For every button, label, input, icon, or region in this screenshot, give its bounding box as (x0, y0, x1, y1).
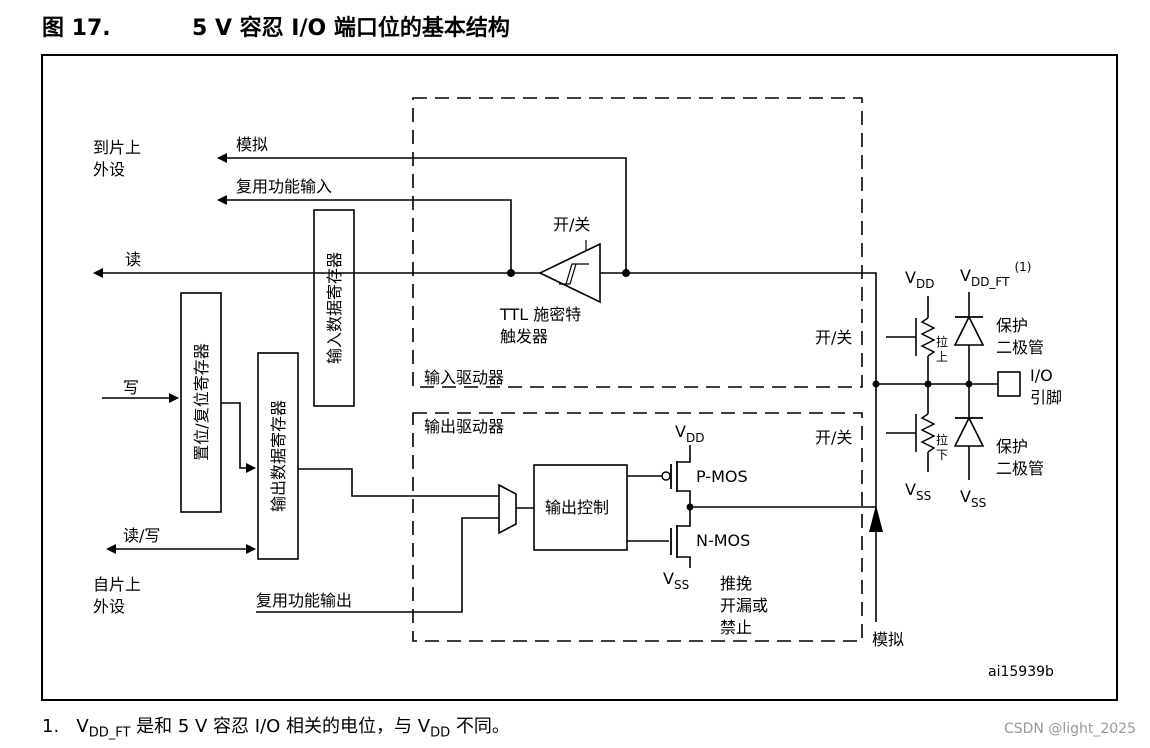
nmos-transistor (627, 507, 691, 568)
output-driver-box (412, 412, 863, 642)
register-labels: 输入数据寄存器 置位/复位寄存器 输出数据寄存器 (192, 252, 344, 512)
analog-input-wire (217, 153, 627, 273)
analog-in-label: 模拟 (236, 135, 268, 154)
outreg-to-mux-wire (298, 468, 499, 497)
input-driver-box (412, 97, 863, 388)
pull-up-label-1: 拉 (936, 334, 948, 349)
schmitt-on-off-label: 开/关 (553, 215, 590, 234)
setreset-to-output-wire (221, 402, 256, 473)
io-pin-label-1: I/O (1030, 366, 1053, 385)
protect-diode-upper-label-2: 二极管 (996, 338, 1044, 357)
input-data-register (313, 209, 355, 407)
schmitt-label-1: TTL 施密特 (499, 305, 581, 324)
vss-label-pulldown: VSS (905, 480, 931, 503)
vdd-ft-label: VDD_FT(1) (960, 260, 1031, 289)
pull-down-label-2: 下 (936, 448, 948, 462)
protect-diode-upper (953, 292, 985, 384)
from-periph-label-1: 自片上 (93, 575, 141, 594)
pull-down-label-1: 拉 (936, 432, 948, 447)
set-reset-register (180, 292, 222, 513)
from-periph-label-2: 外设 (93, 597, 125, 616)
output-data-register-label: 输出数据寄存器 (269, 400, 288, 512)
pmos-transistor (627, 445, 691, 507)
analog-out-label: 模拟 (872, 630, 904, 649)
write-label: 写 (123, 378, 139, 397)
vdd-label-pmos: VDD (675, 422, 704, 445)
input-driver-label: 输入驱动器 (424, 368, 504, 387)
read-label: 读 (125, 250, 141, 269)
protect-diode-lower-label-1: 保护 (996, 437, 1028, 456)
pull-down-resistor (886, 384, 936, 472)
output-control-box (533, 464, 628, 551)
figure-title: 5 V 容忍 I/O 端口位的基本结构 (192, 16, 510, 41)
push-pull-label-3: 禁止 (720, 618, 752, 637)
vss-label-diode: VSS (960, 487, 986, 510)
pull-up-label-2: 上 (936, 350, 948, 364)
protect-diode-lower-label-2: 二极管 (996, 459, 1044, 478)
input-data-register-label: 输入数据寄存器 (325, 252, 344, 364)
output-driver-label: 输出驱动器 (424, 417, 504, 436)
figure-id: ai15939b (988, 664, 1054, 680)
output-data-register (257, 352, 299, 560)
set-reset-register-label: 置位/复位寄存器 (192, 343, 211, 460)
output-control-label: 输出控制 (545, 498, 609, 517)
schmitt-to-pin-wire (600, 272, 877, 384)
to-periph-label-1: 到片上 (93, 138, 141, 157)
pullup-on-off-label: 开/关 (815, 328, 852, 347)
io-pin-box (997, 371, 1021, 397)
nmos-label: N-MOS (696, 531, 750, 550)
pulldown-on-off-label: 开/关 (815, 428, 852, 447)
footnote: 1. VDD_FT 是和 5 V 容忍 I/O 相关的电位，与 VDD 不同。 (42, 716, 510, 741)
alt-func-out-label: 复用功能输出 (256, 591, 352, 610)
pmos-label: P-MOS (696, 467, 748, 486)
io-pin-label-2: 引脚 (1030, 388, 1062, 407)
watermark: CSDN @light_2025 (1003, 721, 1136, 737)
vss-label-nmos: VSS (663, 569, 689, 592)
output-mux (498, 483, 517, 535)
push-pull-label-1: 推挽 (720, 574, 752, 593)
vdd-label-pullup: VDD (905, 268, 934, 291)
alt-func-in-label: 复用功能输入 (236, 177, 332, 196)
figure-number: 图 17. (42, 16, 111, 41)
schmitt-trigger (538, 240, 601, 304)
to-periph-label-2: 外设 (93, 160, 125, 179)
protect-diode-lower (953, 384, 985, 480)
alt-func-input-wire (217, 195, 512, 273)
protect-diode-upper-label-1: 保护 (996, 316, 1028, 335)
push-pull-label-2: 开漏或 (720, 596, 768, 615)
read-write-label: 读/写 (123, 526, 160, 545)
figure-frame (41, 54, 1118, 701)
pull-up-resistor (886, 296, 936, 384)
alt-func-out-wire (256, 517, 499, 613)
schmitt-label-2: 触发器 (500, 327, 548, 346)
